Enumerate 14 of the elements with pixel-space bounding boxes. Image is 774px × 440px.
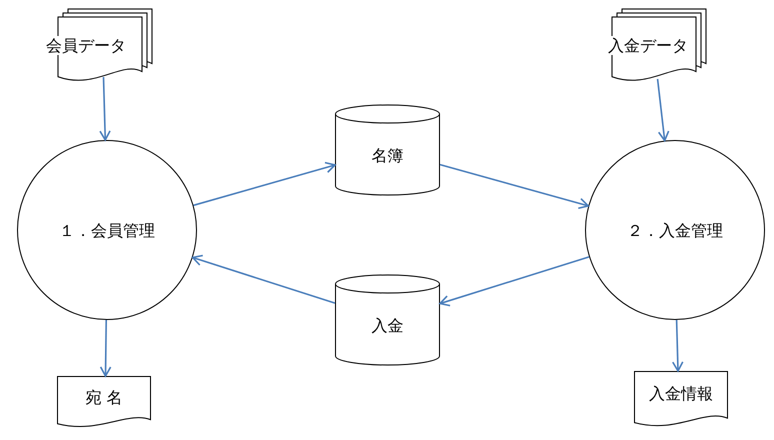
data-store-label: 入金 — [372, 316, 404, 335]
document-label: 入金情報 — [649, 384, 713, 404]
arrow — [100, 320, 112, 377]
arrow — [193, 162, 336, 206]
arrow — [672, 320, 684, 372]
document-label: 入金データ — [608, 36, 688, 56]
document-label: 宛 名 — [86, 388, 123, 407]
arrow — [192, 254, 336, 304]
document-label: 会員データ — [46, 36, 126, 56]
data-store-label: 名簿 — [372, 146, 404, 165]
arrow — [656, 78, 670, 142]
arrow — [439, 256, 590, 306]
arrow — [440, 164, 590, 210]
arrow — [99, 76, 111, 141]
